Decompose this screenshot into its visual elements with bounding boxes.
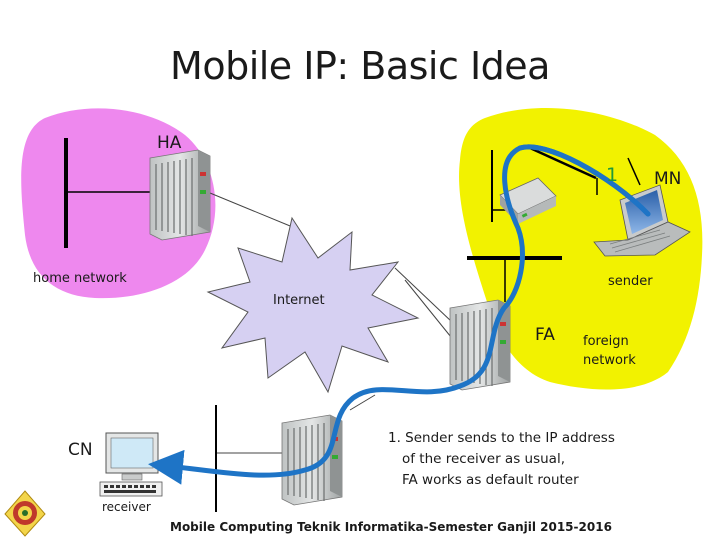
- foreign-network-area: [459, 107, 703, 390]
- internet-label: Internet: [273, 293, 325, 308]
- home-network-label: home network: [33, 271, 127, 286]
- home-agent-label: HA: [157, 133, 182, 153]
- links: [209, 192, 456, 454]
- step-line-1: 1. Sender sends to the IP address: [388, 430, 615, 446]
- router-icon: [149, 149, 211, 241]
- step-line-2: of the receiver as usual,: [402, 451, 565, 467]
- internet-cloud: [206, 216, 420, 394]
- step-line-3: FA works as default router: [402, 472, 579, 488]
- foreign-network-label: foreign network: [583, 334, 636, 368]
- step-description: 1. Sender sends to the IP address of the…: [388, 428, 615, 491]
- correspondent-node-label: CN: [68, 440, 93, 460]
- router-icon: [281, 414, 343, 506]
- university-logo: [4, 490, 46, 537]
- slide-footer: Mobile Computing Teknik Informatika-Seme…: [170, 520, 612, 534]
- slide-title: Mobile IP: Basic Idea: [170, 44, 550, 88]
- step-number-label: 1: [606, 164, 619, 186]
- receiver-label: receiver: [102, 500, 151, 514]
- foreign-agent-label: FA: [535, 325, 555, 345]
- sender-label: sender: [608, 274, 653, 289]
- wireless-link-icon: [529, 146, 641, 195]
- computer-icon: [99, 432, 163, 497]
- mobile-node-label: MN: [654, 169, 682, 189]
